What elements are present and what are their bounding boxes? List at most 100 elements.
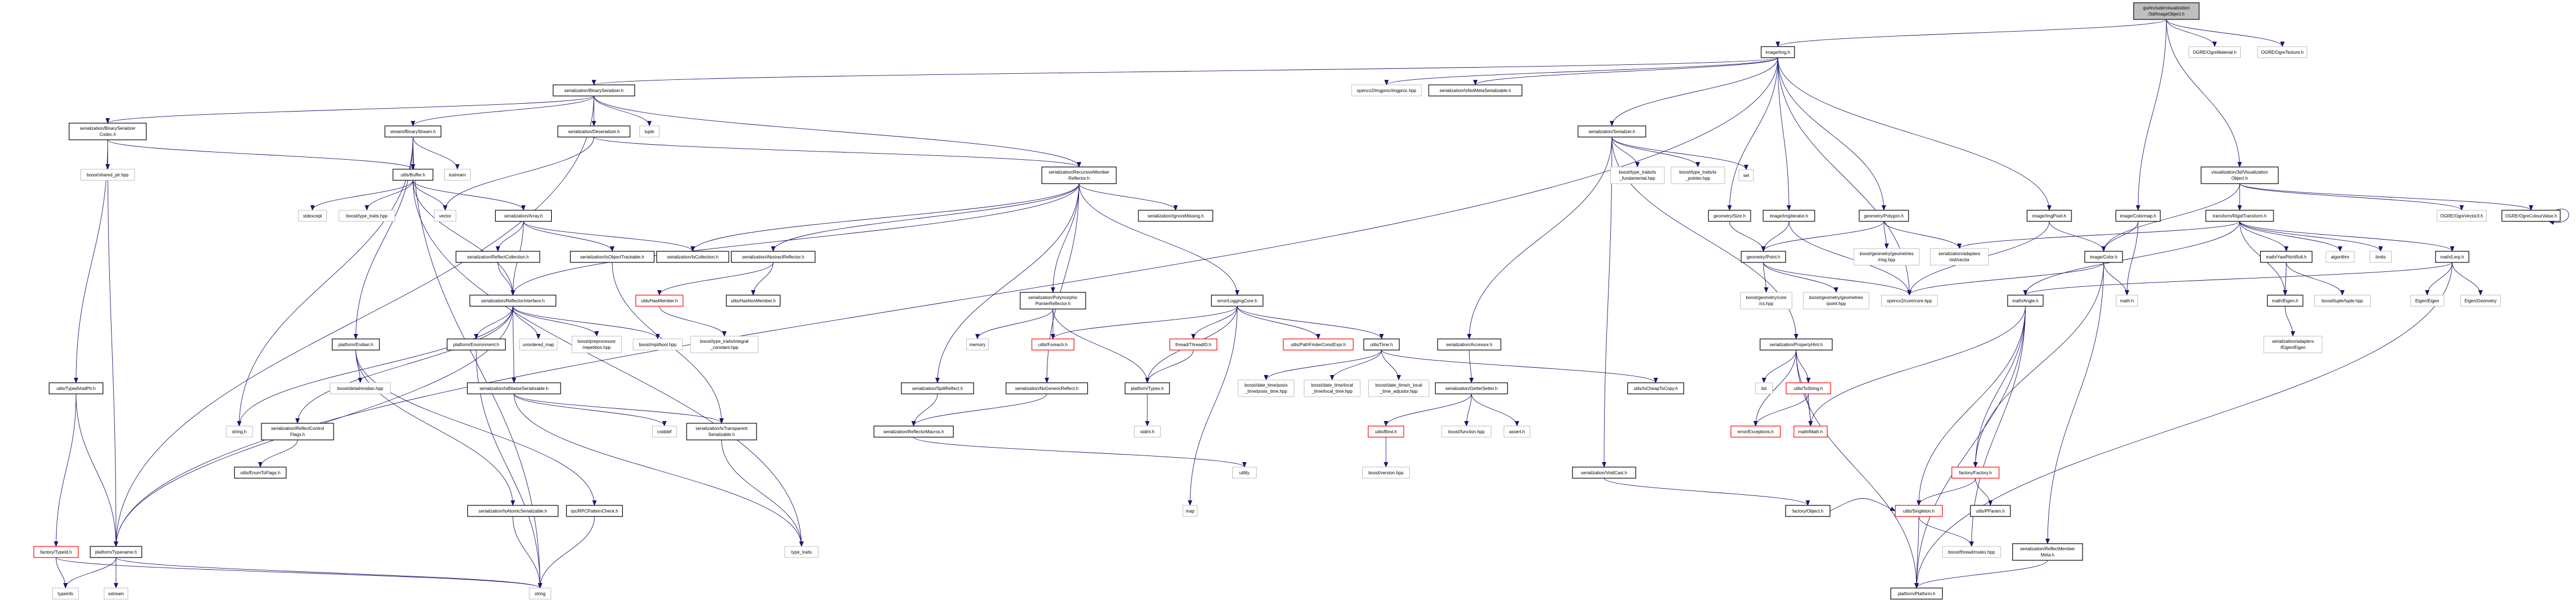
graph-node-enumflags[interactable]: utils/EnumToFlags.h xyxy=(234,467,287,479)
graph-node-version[interactable]: boost/version.hpp xyxy=(1362,467,1410,479)
graph-node-serializer[interactable]: serialization/Serializer.h xyxy=(1577,125,1646,138)
graph-node-point[interactable]: geometry/Point.h xyxy=(1741,251,1786,263)
graph-node-voidcast[interactable]: serialization/VoidCast.h xyxy=(1572,467,1636,479)
graph-node-angle[interactable]: math/Angle.h xyxy=(2007,295,2044,307)
graph-node-stdint[interactable]: stdint.h xyxy=(1134,425,1161,438)
graph-node-img[interactable]: image/Img.h xyxy=(1761,46,1795,58)
graph-node-imgiter[interactable]: image/ImgIterator.h xyxy=(1762,210,1816,222)
graph-node-typename[interactable]: platform/Typename.h xyxy=(89,546,143,558)
graph-node-sstream[interactable]: sstream xyxy=(104,587,128,600)
graph-node-foreach[interactable]: utils/Foreach.h xyxy=(1031,338,1075,351)
graph-node-binstream[interactable]: stream/BinaryStream.h xyxy=(384,125,442,138)
graph-node-types[interactable]: platform/Types.h xyxy=(1125,382,1170,394)
graph-node-tuplehpp[interactable]: boost/tuple/tuple.hpp xyxy=(2314,295,2371,307)
graph-node-tostring[interactable]: utils/ToString.h xyxy=(1786,382,1831,394)
graph-node-root[interactable]: gui/include/visualization/3d/ImageObject… xyxy=(2133,2,2200,20)
graph-node-repet[interactable]: boost/preprocessor/repetition.hpp xyxy=(572,336,622,353)
graph-node-detendian[interactable]: boost/detail/endian.hpp xyxy=(330,382,391,394)
graph-node-buffer[interactable]: utils/Buffer.h xyxy=(392,169,433,181)
graph-node-abstr[interactable]: serialization/AbstractReflector.h xyxy=(730,251,816,263)
graph-node-tuple[interactable]: tuple xyxy=(639,125,659,138)
graph-node-ogretex[interactable]: OGRE/OgreTexture.h xyxy=(2257,46,2307,58)
graph-node-memory[interactable]: memory xyxy=(966,338,989,351)
graph-node-eigen[interactable]: math/Eigen.h xyxy=(2267,295,2303,307)
graph-node-assert[interactable]: assert.h xyxy=(1504,425,1530,438)
graph-node-mutex[interactable]: boost/thread/mutex.hpp xyxy=(1942,546,2001,558)
graph-node-adjustor[interactable]: boost/date_time/c_local_time_adjustor.hp… xyxy=(1368,379,1429,397)
graph-node-adeigen[interactable]: serialization/adapters/Eigen/Eigen xyxy=(2264,336,2322,353)
graph-node-env[interactable]: platform/Environment.h xyxy=(446,338,506,351)
graph-node-typetraitshpp[interactable]: boost/type_traits.hpp xyxy=(339,210,395,222)
graph-node-factory[interactable]: factory/Factory.h xyxy=(1951,467,2000,479)
graph-node-eigeneigen[interactable]: Eigen/Eigen xyxy=(2410,295,2444,307)
graph-node-size[interactable]: geometry/Size.h xyxy=(1708,210,1751,222)
graph-node-stdexcept[interactable]: stdexcept xyxy=(298,210,327,222)
graph-node-prophint[interactable]: serialization/PropertyHint.h xyxy=(1760,338,1833,351)
graph-node-logcore[interactable]: error/LoggingCore.h xyxy=(1211,295,1264,307)
graph-node-array[interactable]: serialization/Array.h xyxy=(495,210,552,222)
graph-node-time[interactable]: utils/Time.h xyxy=(1363,338,1400,351)
graph-node-splitrefl[interactable]: serialization/SplitReflect.h xyxy=(901,382,974,394)
graph-node-isatomic[interactable]: serialization/IsAtomicSerializable.h xyxy=(467,505,559,517)
graph-node-core[interactable]: opencv2/core/core.hpp xyxy=(1881,295,1938,307)
graph-node-bind[interactable]: utils/Bind.h xyxy=(1368,425,1404,438)
graph-node-iscoll[interactable]: serialization/IsCollection.h xyxy=(656,251,729,263)
graph-node-vector[interactable]: vector xyxy=(434,210,456,222)
graph-node-colormap[interactable]: image/Colormap.h xyxy=(2115,210,2161,222)
graph-node-rpc[interactable]: rpc/RPCPatternCheck.h xyxy=(566,505,623,517)
graph-node-exceptions[interactable]: error/Exceptions.h xyxy=(1730,425,1781,438)
graph-node-reflcoll[interactable]: serialization/ReflectCollection.h xyxy=(455,251,541,263)
graph-node-imgpixel[interactable]: image/ImgPixel.h xyxy=(2026,210,2072,222)
graph-node-stringh[interactable]: string.h xyxy=(226,425,253,438)
graph-node-list[interactable]: list xyxy=(1755,382,1773,394)
graph-node-typeid[interactable]: factory/TypeId.h xyxy=(33,546,79,558)
graph-node-istransp[interactable]: serialization/IsTransparentSerializable.… xyxy=(686,423,757,440)
graph-node-posix[interactable]: boost/date_time/posix_time/posix_time.hp… xyxy=(1238,379,1294,397)
graph-node-cheap[interactable]: utils/IsCheapToCopy.h xyxy=(1627,382,1685,394)
graph-node-singleton[interactable]: utils/Singleton.h xyxy=(1894,505,1943,517)
graph-node-color[interactable]: image/Color.h xyxy=(2084,251,2123,263)
graph-node-ogremat[interactable]: OGRE/OgreMaterial.h xyxy=(2189,46,2241,58)
graph-node-rigid[interactable]: transform/RigidTransform.h xyxy=(2205,210,2274,222)
graph-node-isptr[interactable]: boost/type_traits/is_pointer.hpp xyxy=(1671,166,1725,184)
graph-node-typeinfo[interactable]: typeinfo xyxy=(52,587,79,600)
graph-node-typetraits[interactable]: type_traits xyxy=(784,546,819,558)
graph-node-getset[interactable]: serialization/GetterSetter.h xyxy=(1435,382,1508,394)
graph-node-sharedptr[interactable]: boost/shared_ptr.hpp xyxy=(80,169,135,181)
graph-node-isbitwise[interactable]: serialization/IsBitwiseSerializable.h xyxy=(467,382,561,394)
graph-node-lerp[interactable]: math/Lerp.h xyxy=(2435,251,2469,263)
graph-node-math[interactable]: math/Math.h xyxy=(1793,425,1828,438)
graph-node-mplbool[interactable]: boost/mpl/bool.hpp xyxy=(633,338,683,351)
graph-node-cs[interactable]: boost/geometry/core/cs.hpp xyxy=(1740,292,1792,310)
graph-node-endian[interactable]: platform/Endian.h xyxy=(331,338,380,351)
graph-node-nogeneric[interactable]: serialization/NoGenericReflect.h xyxy=(1005,382,1088,394)
graph-node-iostream[interactable]: iostream xyxy=(444,169,471,181)
graph-node-isobjtr[interactable]: serialization/IsObjectTrackable.h xyxy=(569,251,655,263)
graph-node-deser[interactable]: serialization/Deserializer.h xyxy=(557,125,631,138)
graph-node-ring[interactable]: boost/geometry/geometries/ring.hpp xyxy=(1853,248,1920,266)
graph-node-object[interactable]: factory/Object.h xyxy=(1785,505,1831,517)
graph-node-function[interactable]: boost/function.hpp xyxy=(1441,425,1491,438)
graph-node-string[interactable]: string xyxy=(529,587,551,600)
graph-node-reflmacros[interactable]: serialization/ReflectorMacros.h xyxy=(873,425,954,438)
graph-node-map[interactable]: map xyxy=(1182,505,1198,517)
graph-node-accessor[interactable]: serialization/Accessor.h xyxy=(1437,338,1501,351)
graph-node-polygon[interactable]: geometry/Polygon.h xyxy=(1858,210,1909,222)
graph-node-binser[interactable]: serialization/BinarySerializer.h xyxy=(552,84,636,97)
graph-node-isfund[interactable]: boost/type_traits/is_fundamental.hpp xyxy=(1610,166,1665,184)
graph-node-algorithm[interactable]: algorithm xyxy=(2326,251,2355,263)
graph-node-platform[interactable]: platform/Platform.h xyxy=(1890,587,1943,600)
graph-node-typedvoid[interactable]: utils/TypedVoidPtr.h xyxy=(48,382,104,394)
graph-node-ypr[interactable]: math/YawPitchRoll.h xyxy=(2260,251,2313,263)
graph-node-isnotmeta[interactable]: serialization/IsNotMetaSerializable.h xyxy=(1428,84,1523,97)
graph-node-reflint[interactable]: serialization/ReflectorInterface.h xyxy=(469,295,557,307)
graph-node-limits[interactable]: limits xyxy=(2370,251,2392,263)
graph-node-pathfinder[interactable]: utils/PathFinderConstExpr.h xyxy=(1283,338,1354,351)
graph-node-ogrevec[interactable]: OGRE/OgreVector3.h xyxy=(2437,210,2487,222)
graph-node-imgproc[interactable]: opencv2/imgproc/imgproc.hpp xyxy=(1351,84,1422,97)
